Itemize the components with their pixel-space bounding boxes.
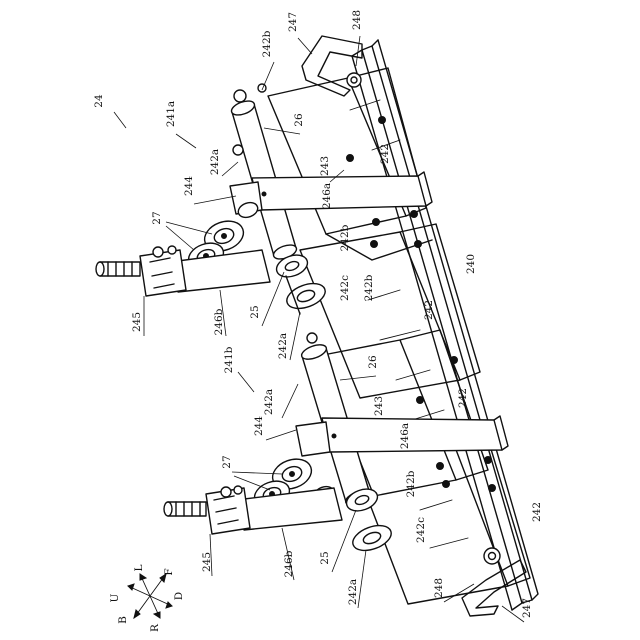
label-244-top: 244 — [183, 176, 195, 196]
label-245-top: 245 — [131, 312, 143, 332]
label-240: 240 — [465, 254, 477, 274]
dir-right: R — [149, 623, 161, 632]
label-243-top: 243 — [319, 156, 331, 176]
label-242a-bottom: 242a — [263, 389, 275, 415]
label-242c-top: 242c — [339, 275, 351, 301]
dir-up: U — [109, 593, 121, 602]
label-242-bottom-d: 242 — [531, 502, 543, 522]
label-242a-top-2: 242a — [277, 333, 289, 359]
label-242c-bottom: 242c — [415, 517, 427, 543]
dir-front: F — [163, 568, 175, 575]
lower-collar — [344, 485, 395, 555]
label-242-top-a: 242 — [379, 144, 391, 164]
upper-arm — [96, 246, 270, 296]
lower-arm — [164, 486, 342, 534]
label-242b-mid: 242b — [363, 274, 375, 301]
label-25-bottom: 25 — [319, 551, 331, 564]
label-242-bottom-c: 242 — [457, 388, 469, 408]
label-247-top: 247 — [287, 12, 299, 32]
label-27-bottom: 27 — [221, 455, 233, 468]
label-242b-top-2: 242b — [339, 224, 351, 251]
label-246a-bottom: 246a — [399, 423, 411, 449]
label-246a-top: 246a — [321, 183, 333, 209]
label-242b-bottom: 242b — [405, 470, 417, 497]
upper-collar — [274, 251, 329, 314]
label-246b-bottom: 246b — [283, 550, 295, 577]
base-frame — [352, 40, 538, 610]
reference-labels: 24 241a 247 248 242b 242a 26 243 246a 24… — [93, 10, 543, 622]
label-242a-top: 242a — [209, 149, 221, 175]
label-241a: 241a — [165, 101, 177, 127]
label-243-bottom: 243 — [373, 396, 385, 416]
label-25-top: 25 — [249, 305, 261, 318]
leader-24 — [114, 112, 126, 128]
label-248-top: 248 — [351, 10, 363, 30]
label-242-mid-b: 242 — [423, 300, 435, 320]
label-241b: 241b — [223, 346, 235, 373]
label-244-bottom: 244 — [253, 416, 265, 436]
dir-back: B — [117, 616, 129, 624]
label-247-bottom: 247 — [521, 598, 533, 618]
label-26-top: 26 — [293, 113, 305, 127]
dir-left: L — [133, 564, 145, 571]
label-26-bottom: 26 — [367, 355, 379, 369]
label-242b-top: 242b — [261, 30, 273, 57]
label-248-bottom: 248 — [433, 578, 445, 598]
direction-indicator: L U F B D R — [109, 564, 185, 631]
dir-down: D — [173, 592, 185, 600]
label-27-top: 27 — [151, 211, 163, 224]
label-242a-bottom-2: 242a — [347, 579, 359, 605]
label-24: 24 — [93, 94, 105, 108]
